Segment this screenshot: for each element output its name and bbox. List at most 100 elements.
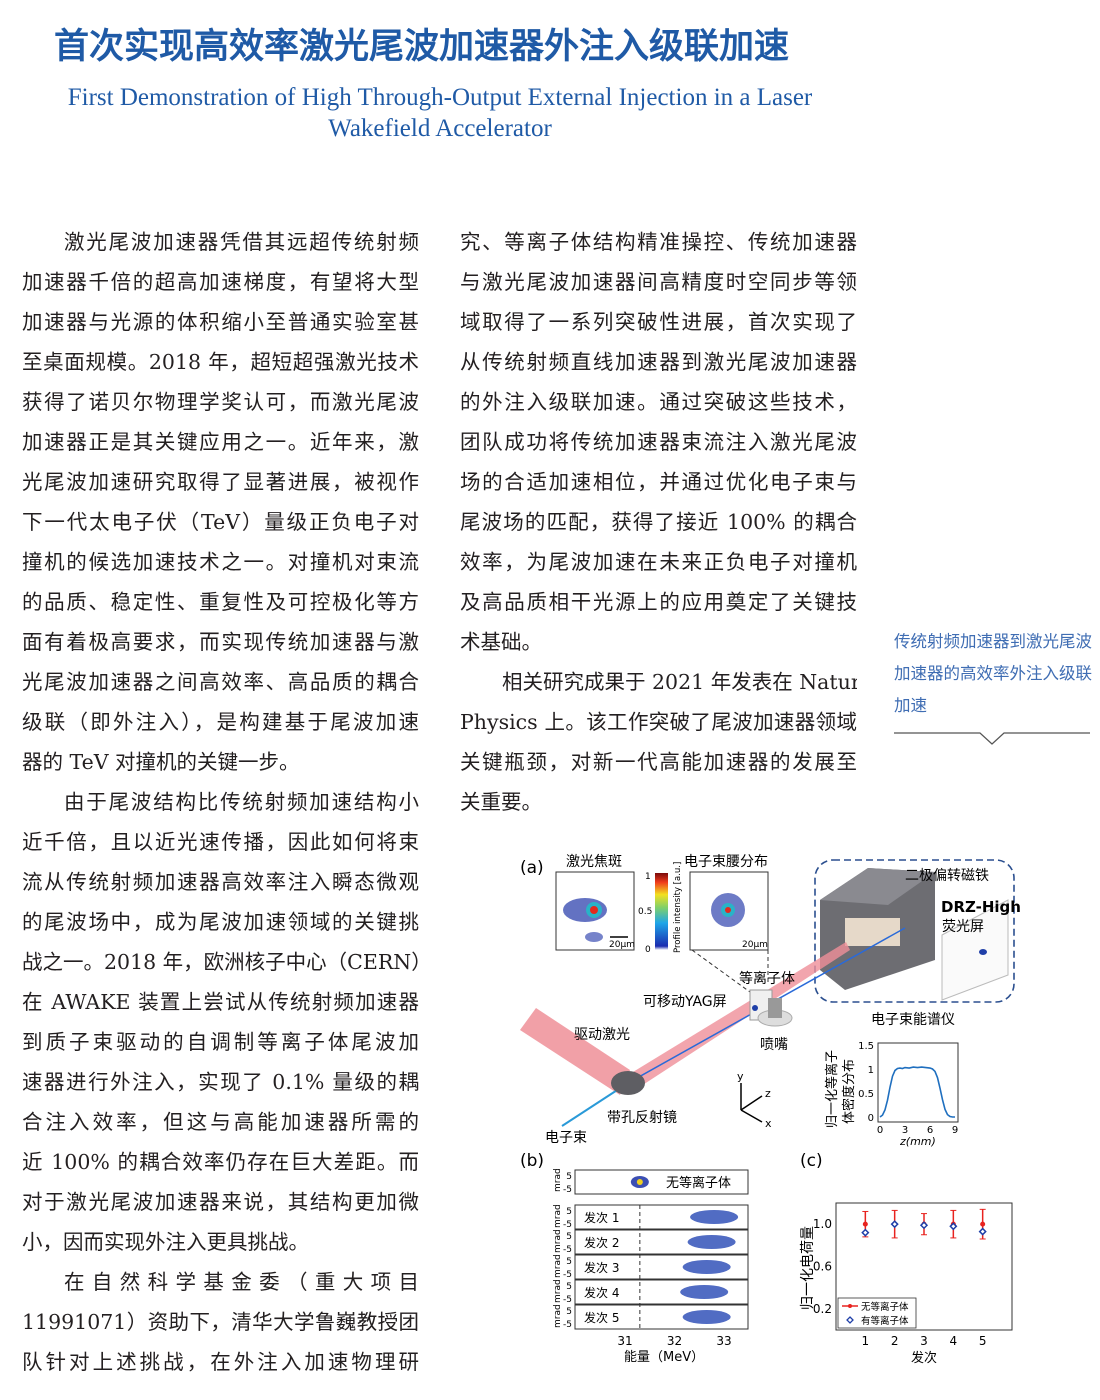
text-line: 加速器千倍的超高加速梯度，有望将大型 [22, 270, 419, 294]
screen-label: DRZ-High [941, 898, 1021, 916]
beam-spot [687, 1235, 736, 1249]
magnet-gap [845, 918, 900, 946]
density-xtick: 9 [952, 1125, 958, 1136]
colorbar [655, 873, 668, 950]
legend-marker [848, 1304, 852, 1308]
axis-y: y [737, 1070, 744, 1083]
ytick: 5 [566, 1172, 572, 1182]
density-xtick: 0 [877, 1125, 883, 1136]
text-line: 小，因而实现外注入更具挑战。 [22, 1230, 309, 1254]
xtick: 33 [716, 1334, 731, 1348]
ytick: -5 [563, 1185, 572, 1195]
axis-x: x [765, 1117, 772, 1130]
density-ytick: 1.5 [858, 1041, 874, 1052]
text-line: 战之一。2018 年，欧洲核子中心（CERN） [22, 950, 419, 974]
subtitle-line: Wakefield Accelerator [328, 115, 552, 142]
charge-ytick: 1.0 [813, 1217, 832, 1231]
text-line: 关键瓶颈，对新一代高能加速器的发展至 [460, 750, 857, 774]
ytick: -5 [563, 1245, 572, 1255]
density-ytick: 0.5 [858, 1089, 874, 1100]
spectrometer-label: 电子束能谱仪 [871, 1012, 955, 1028]
charge-xlabel: 发次 [911, 1350, 937, 1366]
ytick: 5 [566, 1257, 572, 1267]
legend [837, 1297, 917, 1329]
panel-b-xlabel: 能量（MeV） [624, 1350, 704, 1365]
yag-label: 可移动YAG屏 [643, 994, 727, 1010]
text-line: 的外注入级联加速。通过突破这些技术， [460, 390, 857, 414]
shot-label: 发次 3 [584, 1260, 619, 1275]
panel-a-label: (a) [520, 858, 544, 878]
density-xlabel: z(mm) [899, 1135, 936, 1148]
ebeam-label: 电子束 [545, 1130, 587, 1146]
text-line: 获得了诺贝尔物理学奖认可，而激光尾波 [22, 390, 419, 414]
text-line: 与激光尾波加速器间高精度时空同步等领 [460, 270, 857, 294]
text-line: 级联（即外注入），是构建基于尾波加速 [22, 710, 419, 734]
screen-label: 荧光屏 [942, 918, 984, 935]
text-line: 加速器正是其关键应用之一。近年来，激 [22, 430, 419, 454]
page-title: 首次实现高效率激光尾波加速器外注入级联加速 [54, 27, 790, 67]
panel-c-label: (c) [800, 1151, 823, 1171]
scale-bar-label: 20μm [609, 940, 635, 950]
colorbar-label: Profile intensity [a.u.] [673, 862, 683, 953]
text-line: 在自然科学基金委（重大项目 [64, 1270, 419, 1294]
point-no-plasma [862, 1221, 868, 1227]
waist-label: 电子束腰分布 [684, 854, 768, 870]
beam-spot [682, 1260, 731, 1274]
charge-xtick: 2 [891, 1334, 899, 1348]
text-line: 到质子束驱动的自调制等离子体尾波加 [22, 1030, 419, 1054]
legend-label: 无等离子体 [861, 1301, 909, 1313]
text-line: 域取得了一系列突破性进展，首次实现了 [460, 310, 857, 334]
ytick: 5 [566, 1232, 572, 1242]
point-with-plasma [978, 1227, 987, 1236]
density-curve [879, 1066, 955, 1118]
page-subtitle: First Demonstration of High Through-Outp… [40, 82, 840, 144]
density-ylabel: 归一化等离子 [824, 1050, 840, 1128]
density-ylabel: 体密度分布 [841, 1059, 857, 1124]
colorbar-tick: 0.5 [638, 907, 652, 917]
text-line: 激光尾波加速器凭借其远超传统射频 [64, 230, 419, 254]
text-line: 11991071）资助下，清华大学鲁巍教授团 [22, 1310, 419, 1334]
text-line: 近 100% 的耦合效率仍存在巨大差距。而 [22, 1150, 419, 1174]
text-line: 效率，为尾波加速在未来正负电子对撞机 [460, 550, 857, 574]
point-with-plasma [949, 1222, 958, 1231]
text-line: 近千倍，且以近光速传播，因此如何将束 [22, 830, 419, 854]
density-xtick: 3 [902, 1125, 908, 1136]
text-line: 面有着极高要求，而实现传统加速器与激 [22, 630, 419, 654]
zoom-guide [691, 949, 751, 993]
ytick: 5 [566, 1282, 572, 1292]
shot-label: 发次 4 [584, 1285, 619, 1300]
y-unit: mrad [553, 1279, 563, 1303]
density-xtick: 6 [927, 1125, 933, 1136]
body-column-right: 究、等离子体结构精准操控、传统加速器与激光尾波加速器间高精度时空同步等领域取得了… [460, 222, 857, 822]
text-line: 对于激光尾波加速器来说，其结构更加微 [22, 1190, 419, 1214]
text-line: 合注入效率，但这与高能加速器所需的 [22, 1110, 419, 1134]
shot-label: 发次 5 [584, 1310, 619, 1325]
laser-spot-side [585, 932, 603, 942]
text-line: 加速器与光源的体积缩小至普通实验室甚 [22, 310, 419, 334]
text-line: 由于尾波结构比传统射频加速结构小 [64, 790, 419, 814]
drive-laser-label: 驱动激光 [574, 1026, 630, 1043]
ytick: -5 [563, 1220, 572, 1230]
panel-a: (a) 激光焦斑 20μm 1 0.5 0 Profile intensity … [520, 853, 1021, 1148]
text-line: 究、等离子体结构精准操控、传统加速器 [460, 230, 857, 254]
charge-plot-frame [835, 1202, 1013, 1331]
fluorescent-screen [941, 899, 1009, 1001]
mirror-label: 带孔反射镜 [607, 1110, 677, 1126]
text-line: 光尾波加速器之间高效率、高品质的耦合 [22, 670, 419, 694]
text-line: 尾波场的匹配，获得了接近 100% 的耦合 [460, 510, 857, 534]
shot-label: 发次 2 [584, 1235, 619, 1250]
text-line: 关重要。 [460, 790, 542, 814]
text-line: 在 AWAKE 装置上尝试从传统射频加速器 [22, 990, 419, 1014]
scale-bar-label: 20μm [742, 940, 768, 950]
colorbar-tick: 0 [645, 945, 651, 955]
shot-label: 发次 1 [584, 1210, 619, 1225]
charge-xtick: 4 [950, 1334, 958, 1348]
text-line: 至桌面规模。2018 年，超短超强激光技术 [22, 350, 419, 374]
laser-spot-core [590, 906, 598, 914]
y-unit: mrad [553, 1229, 563, 1253]
plasma-label: 等离子体 [739, 970, 795, 987]
legend-marker [846, 1316, 854, 1324]
